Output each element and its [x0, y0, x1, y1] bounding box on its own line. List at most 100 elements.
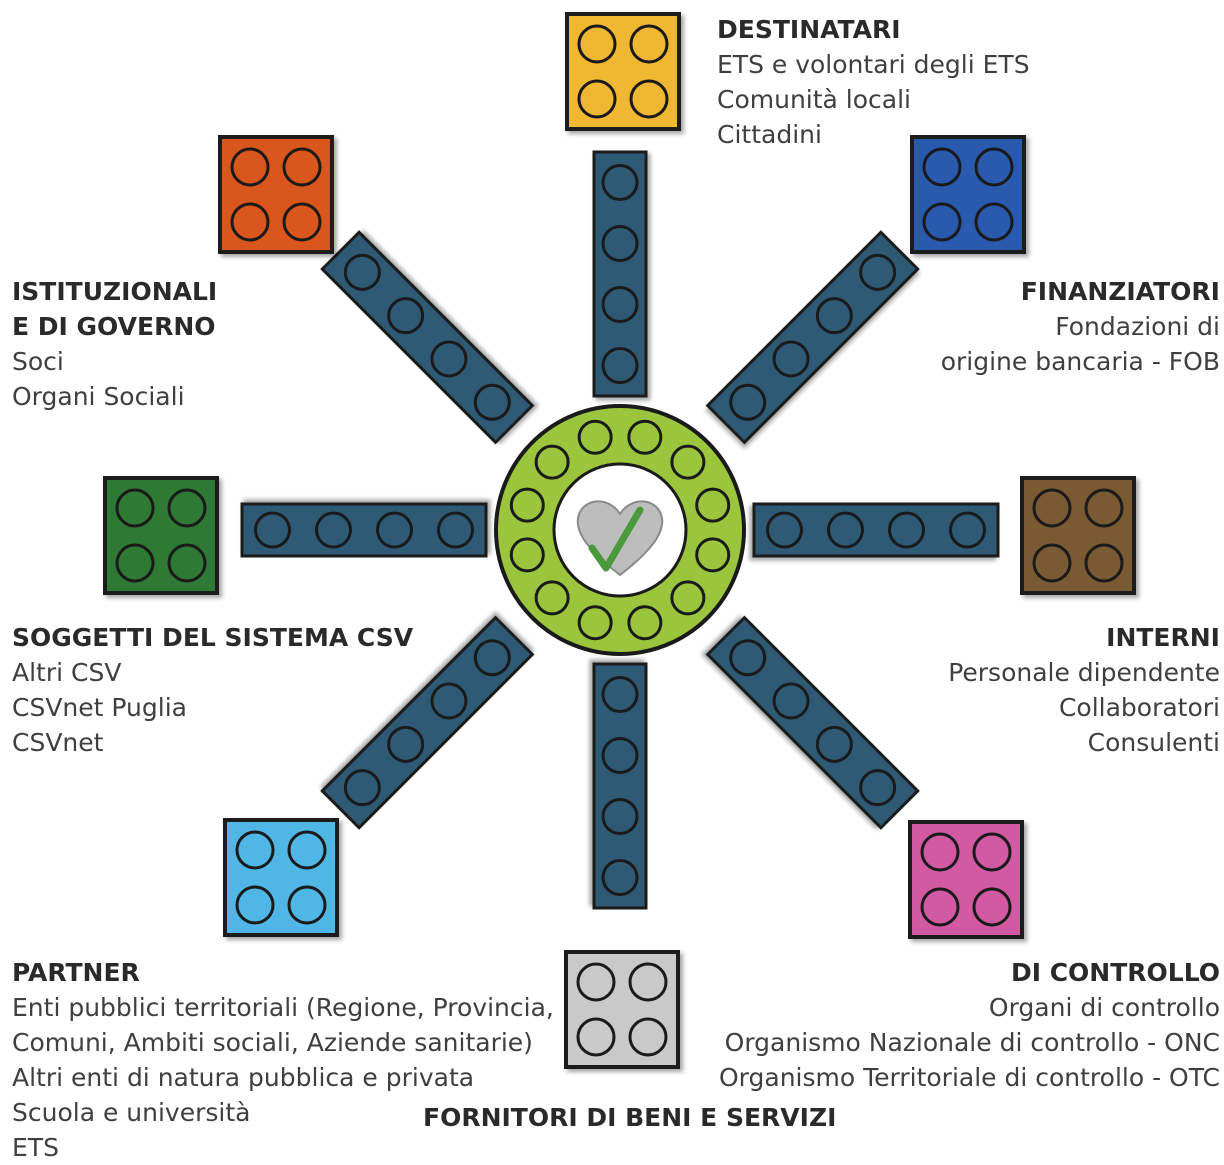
brick-partner [223, 818, 339, 937]
group-fornitori: FORNITORI DI BENI E SERVIZI [423, 1100, 836, 1135]
brick-istituzionali [218, 135, 334, 254]
arm-stud [815, 297, 853, 335]
arm-stud [601, 347, 639, 384]
group-item: Consulenti [1087, 728, 1220, 757]
group-item: ETS [12, 1133, 59, 1162]
group-item: CSVnet Puglia [12, 693, 187, 722]
group-item: Collaboratori [1058, 693, 1220, 722]
arm-stud [815, 725, 853, 763]
hub-stud [670, 580, 706, 616]
group-item: Cittadini [717, 120, 822, 149]
group-item: Altri enti di natura pubblica e privata [12, 1063, 475, 1092]
group-partner: PARTNER Enti pubblici territoriali (Regi… [12, 955, 554, 1165]
group-finanziatori: FINANZIATORI Fondazioni di origine banca… [941, 274, 1220, 379]
hub-stud [509, 537, 545, 573]
group-title: FORNITORI DI BENI E SERVIZI [423, 1103, 837, 1132]
group-title: ISTITUZIONALI [12, 277, 218, 306]
arm-stud [437, 511, 474, 549]
arm-controllo [705, 615, 920, 830]
group-item: Altri CSV [12, 658, 122, 687]
arm-destinatari [592, 150, 648, 398]
arm-stud [473, 639, 511, 677]
arm-stud [827, 511, 864, 549]
group-item: ETS e volontari degli ETS [717, 50, 1030, 79]
arm-stud [473, 383, 511, 421]
hub-stud [670, 444, 706, 480]
arm-stud [601, 676, 639, 713]
group-item: Comuni, Ambiti sociali, Aziende sanitari… [12, 1028, 533, 1057]
brick-finanziatori [910, 135, 1026, 254]
group-title: DESTINATARI [717, 15, 901, 44]
hub-stud [509, 487, 545, 523]
arm-stud [766, 511, 803, 549]
group-item: Organi di controllo [988, 993, 1220, 1022]
hub-stud [695, 537, 731, 573]
group-title: DI CONTROLLO [1010, 958, 1220, 987]
group-istituzionali: ISTITUZIONALI E DI GOVERNO Soci Organi S… [12, 274, 217, 414]
hub-stud [534, 580, 570, 616]
arm-fornitori [592, 662, 648, 910]
group-item: origine bancaria - FOB [940, 347, 1220, 376]
arm-stud [343, 253, 381, 291]
hub-stud [627, 605, 663, 641]
group-item: Scuola e università [12, 1098, 251, 1127]
brick-fornitori [564, 950, 680, 1069]
arm-stud [315, 511, 352, 549]
arm-stud [772, 340, 810, 378]
arm-stud [601, 798, 639, 835]
group-destinatari: DESTINATARI ETS e volontari degli ETS Co… [717, 12, 1030, 152]
group-title: PARTNER [12, 958, 140, 987]
group-interni: INTERNI Personale dipendente Collaborato… [948, 620, 1220, 760]
group-item: Enti pubblici territoriali (Regione, Pro… [12, 993, 554, 1022]
arm-interni [752, 502, 1000, 558]
arm-partner [320, 615, 535, 830]
arm-stud [729, 639, 767, 677]
group-item: Fondazioni di [1055, 312, 1220, 341]
group-item: CSVnet [12, 728, 104, 757]
arm-stud [859, 769, 897, 807]
arm-stud [888, 511, 925, 549]
group-item: Personale dipendente [948, 658, 1220, 687]
group-title: SOGGETTI DEL SISTEMA CSV [12, 623, 414, 652]
arm-finanziatori [705, 230, 920, 445]
group-title: E DI GOVERNO [12, 312, 216, 341]
brick-interni [1020, 476, 1136, 595]
hub-stud [577, 419, 613, 455]
arm-stud [387, 297, 425, 335]
center-hub [494, 404, 746, 656]
arm-stud [601, 286, 639, 323]
group-item: Comunità locali [717, 85, 912, 114]
arm-stud [601, 859, 639, 896]
brick-controllo [908, 820, 1024, 939]
brick-destinatari [565, 12, 681, 131]
arm-stud [387, 725, 425, 763]
arm-stud [949, 511, 986, 549]
arm-stud [601, 225, 639, 262]
group-item: Soci [12, 347, 64, 376]
hub-stud [534, 444, 570, 480]
arm-stud [601, 737, 639, 774]
heart-check-icon [576, 500, 664, 577]
arm-istituzionali [320, 230, 535, 445]
group-title: FINANZIATORI [1020, 277, 1220, 306]
arm-stud [343, 769, 381, 807]
arm-stud [729, 383, 767, 421]
arm-stud [254, 511, 291, 549]
stakeholder-diagram [103, 12, 1136, 1069]
arm-stud [430, 340, 468, 378]
arm-stud [430, 682, 468, 720]
arm-stud [859, 253, 897, 291]
brick-sistema-csv [103, 476, 219, 595]
hub-stud [577, 605, 613, 641]
arm-stud [376, 511, 413, 549]
group-sistema-csv: SOGGETTI DEL SISTEMA CSV Altri CSV CSVne… [12, 620, 413, 760]
arm-sistema_csv [240, 502, 488, 558]
group-title: INTERNI [1106, 623, 1220, 652]
group-item: Organi Sociali [12, 382, 185, 411]
hub-stud [627, 419, 663, 455]
hub-stud [695, 487, 731, 523]
group-controllo: DI CONTROLLO Organi di controllo Organis… [719, 955, 1220, 1095]
group-item: Organismo Nazionale di controllo - ONC [724, 1028, 1220, 1057]
arm-stud [772, 682, 810, 720]
group-item: Organismo Territoriale di controllo - OT… [718, 1063, 1220, 1092]
